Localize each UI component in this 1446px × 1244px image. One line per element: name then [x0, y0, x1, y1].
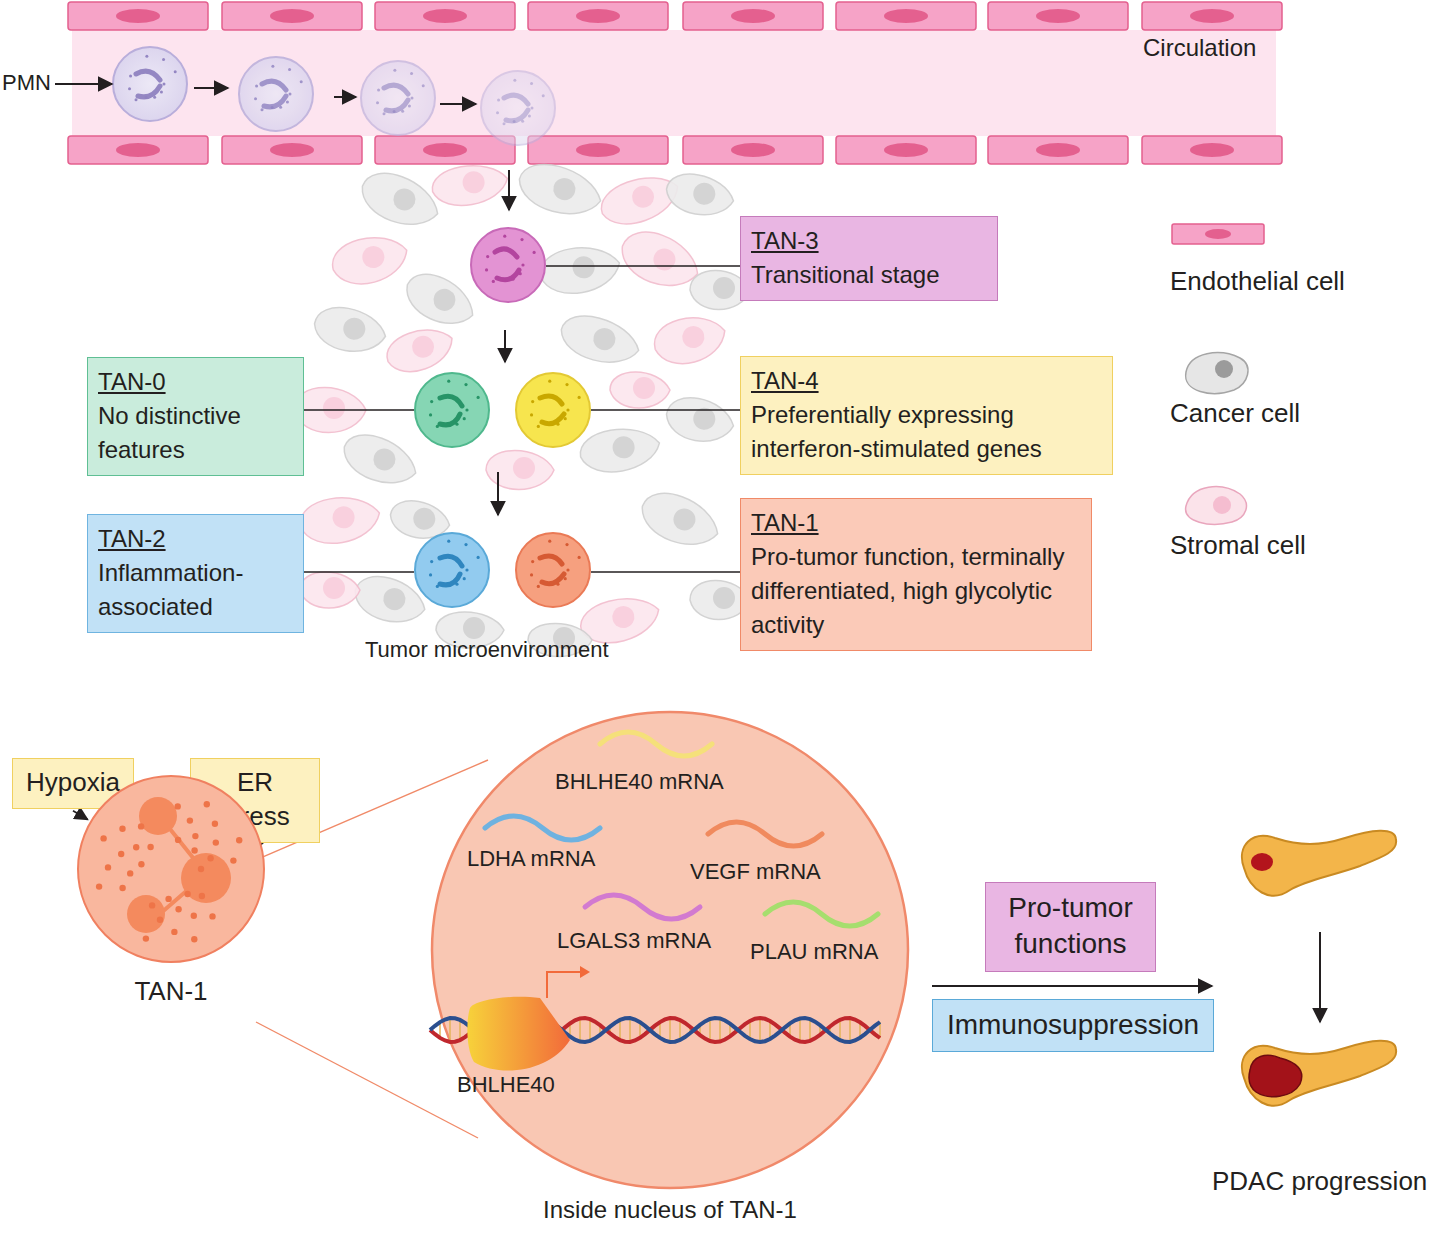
cell-circle: TAN-1 [76, 774, 266, 964]
box-text: Hypoxia [23, 766, 123, 800]
arrow-connector [73, 811, 88, 820]
box-text: Preferentially expressing interferon-sti… [751, 398, 1102, 466]
box-text: Inflammation-associated [98, 556, 293, 624]
label-box: Immunosuppression [932, 999, 1214, 1052]
box-heading: TAN-3 [751, 224, 987, 258]
circle-outline [76, 774, 266, 964]
cell-caption: TAN-1 [16, 976, 326, 1007]
text-label: VEGF mRNA [690, 859, 821, 885]
cell-caption: Inside nucleus of TAN-1 [370, 1196, 970, 1224]
label-box: TAN-0No distinctive features [87, 357, 304, 476]
text-label: LDHA mRNA [467, 846, 595, 872]
box-text: Pro-tumor function, terminally different… [751, 540, 1081, 642]
text-label: Tumor microenvironment [365, 637, 609, 663]
box-text: Immunosuppression [943, 1007, 1203, 1043]
label-box: TAN-2Inflammation-associated [87, 514, 304, 633]
cell-label: BHLHE40 [457, 1072, 555, 1098]
legend-text: Endothelial cell [1170, 266, 1345, 297]
legend-text: Stromal cell [1170, 530, 1306, 561]
text-label: Circulation [1143, 34, 1256, 62]
text-label: BHLHE40 mRNA [555, 769, 724, 795]
label-box: TAN-3Transitional stage [740, 216, 998, 301]
label-box: TAN-1Pro-tumor function, terminally diff… [740, 498, 1092, 651]
box-heading: TAN-4 [751, 364, 1102, 398]
label-box: Pro-tumor functions [985, 882, 1156, 972]
cell-label: PMN [2, 70, 51, 96]
text-label: LGALS3 mRNA [557, 928, 711, 954]
box-text: Transitional stage [751, 258, 987, 292]
label-box: TAN-4Preferentially expressing interfero… [740, 356, 1113, 475]
box-text: No distinctive features [98, 399, 293, 467]
text-label: PLAU mRNA [750, 939, 878, 965]
box-text: Pro-tumor functions [996, 890, 1145, 963]
box-heading: TAN-0 [98, 365, 293, 399]
box-heading: TAN-1 [751, 506, 1081, 540]
box-heading: TAN-2 [98, 522, 293, 556]
text-label: PDAC progression [1212, 1166, 1427, 1197]
legend-text: Cancer cell [1170, 398, 1300, 429]
